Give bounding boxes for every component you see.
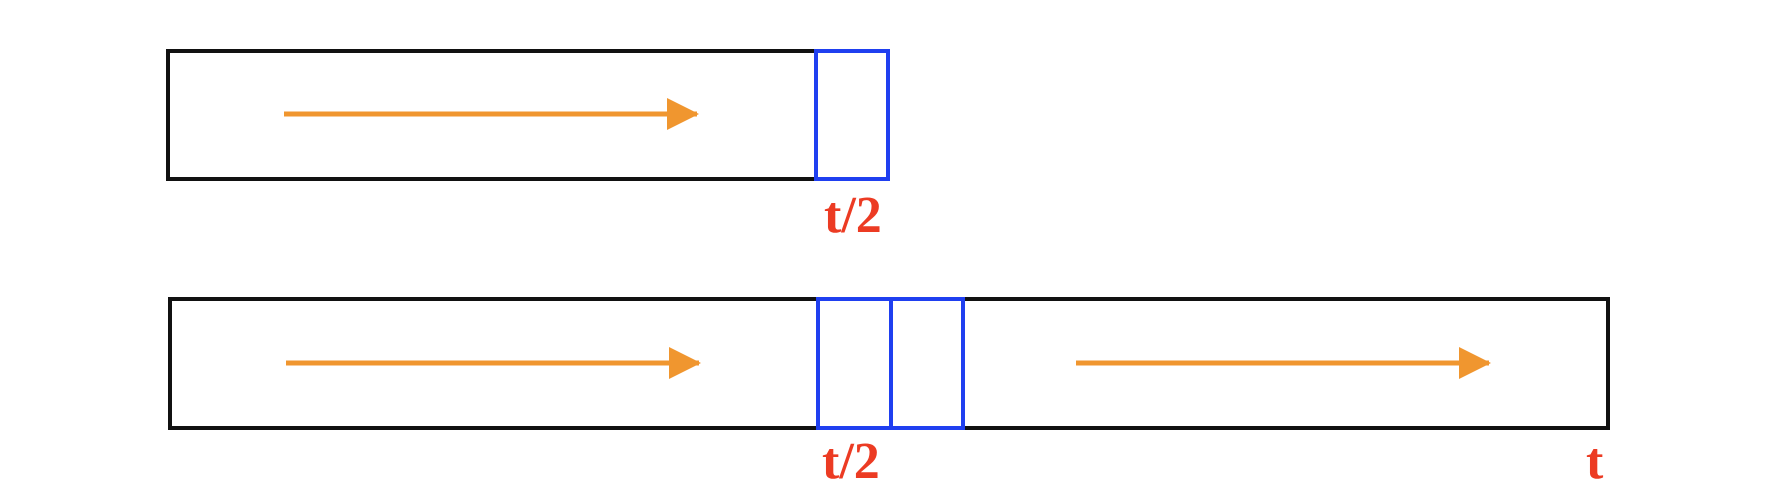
top-block <box>814 49 890 181</box>
bottom-end-label: t <box>1586 433 1604 490</box>
top-midpoint-label: t/2 <box>824 187 882 244</box>
top-sequence: t/2 <box>166 49 890 244</box>
bottom-block-1 <box>816 297 893 430</box>
bottom-sequence: t/2 t <box>168 297 1610 490</box>
bottom-block-2 <box>889 297 965 430</box>
bottom-midpoint-label: t/2 <box>822 433 880 490</box>
